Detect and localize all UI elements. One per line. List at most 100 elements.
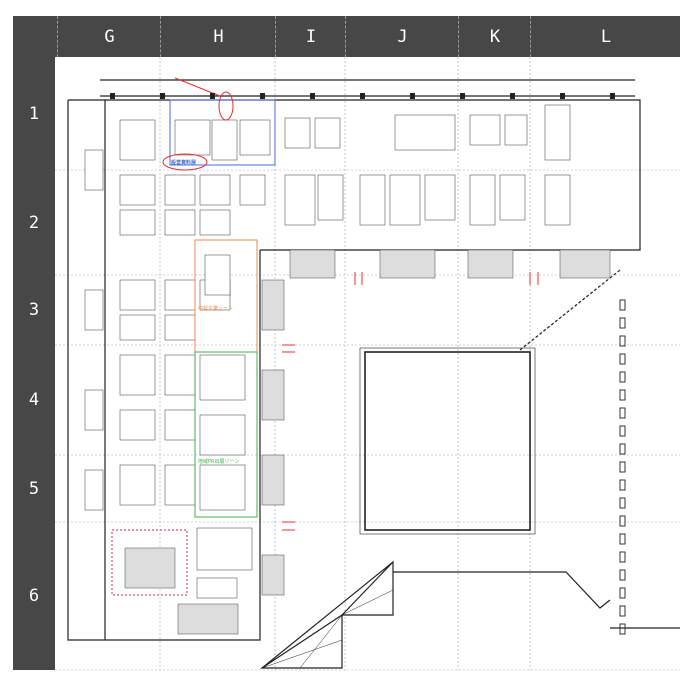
column-label-k: K xyxy=(458,16,531,57)
row-label-2: 2 xyxy=(28,212,40,233)
booth xyxy=(164,409,196,441)
row-label-6: 6 xyxy=(28,586,40,606)
booth xyxy=(119,354,156,396)
column-marker xyxy=(619,461,626,473)
booth xyxy=(199,414,246,456)
pillar xyxy=(610,93,615,99)
column-marker xyxy=(619,605,626,617)
booth xyxy=(174,119,211,156)
column-marker xyxy=(619,371,626,383)
booth xyxy=(164,209,196,236)
column-header-bar xyxy=(13,16,680,57)
column-marker xyxy=(619,569,626,581)
green-zone-label: 地域PR出展ゾーン xyxy=(198,459,240,465)
pillar xyxy=(460,93,465,99)
booth xyxy=(359,174,386,226)
orange-zone-label: 中堅企業ゾーン xyxy=(198,306,233,312)
booth xyxy=(199,354,246,401)
booth xyxy=(199,464,246,511)
column-marker xyxy=(619,479,626,491)
booth xyxy=(239,174,266,206)
booth xyxy=(317,174,344,221)
column-label-g: G xyxy=(57,16,161,57)
red-zone-outline xyxy=(111,529,188,596)
hall-walls xyxy=(67,79,680,669)
highlight-circle-2 xyxy=(218,91,234,121)
row-label-5: 5 xyxy=(28,478,40,499)
booth xyxy=(284,174,316,226)
column-marker xyxy=(619,353,626,365)
column-marker xyxy=(619,497,626,509)
booth xyxy=(84,389,104,431)
booth xyxy=(164,354,196,396)
booth xyxy=(544,104,571,161)
blue-zone-label: 設営資料展 xyxy=(171,160,197,166)
booth xyxy=(84,149,104,191)
booth xyxy=(284,117,311,149)
booth xyxy=(119,209,156,236)
booth xyxy=(389,174,421,226)
column-marker xyxy=(619,587,626,599)
pillars xyxy=(110,93,626,635)
column-marker xyxy=(619,317,626,329)
booth xyxy=(119,409,156,441)
booth xyxy=(424,174,456,221)
zone-outlines xyxy=(111,77,276,596)
green-zone-outline xyxy=(194,351,258,518)
column-marker xyxy=(619,443,626,455)
column-label-j: J xyxy=(345,16,459,57)
booth xyxy=(119,119,156,161)
booths xyxy=(84,104,571,599)
column-label-h: H xyxy=(160,16,276,57)
column-label-i: I xyxy=(275,16,346,57)
column-marker xyxy=(619,533,626,545)
pillar xyxy=(360,93,365,99)
booth xyxy=(164,279,196,311)
booth xyxy=(119,314,156,341)
booth xyxy=(499,174,526,221)
rest-areas xyxy=(124,249,611,635)
pillar xyxy=(510,93,515,99)
exit-arrows xyxy=(282,272,539,531)
column-marker xyxy=(619,623,626,635)
booth xyxy=(164,314,196,341)
pillar xyxy=(410,93,415,99)
highlight-circle xyxy=(162,153,208,171)
booth xyxy=(119,279,156,311)
pillar xyxy=(310,93,315,99)
booth xyxy=(164,464,196,506)
booth xyxy=(504,114,528,146)
booth xyxy=(211,119,238,161)
booth xyxy=(196,577,238,599)
booth xyxy=(469,174,496,226)
booth xyxy=(469,114,501,146)
booth xyxy=(84,289,104,331)
booth xyxy=(239,119,271,156)
booth xyxy=(544,174,571,226)
booth xyxy=(204,254,231,296)
pillar xyxy=(560,93,565,99)
column-marker xyxy=(619,335,626,347)
column-label-l: L xyxy=(530,16,680,57)
column-marker xyxy=(619,515,626,527)
booth xyxy=(119,174,156,206)
row-header-bar xyxy=(13,16,55,670)
pillar xyxy=(260,93,265,99)
pillar xyxy=(160,93,165,99)
column-marker xyxy=(619,425,626,437)
column-marker xyxy=(619,389,626,401)
pillar xyxy=(110,93,115,99)
booth xyxy=(119,464,156,506)
booth xyxy=(199,209,231,236)
column-marker xyxy=(619,407,626,419)
row-label-3: 3 xyxy=(28,300,40,320)
booth xyxy=(199,174,231,206)
booth xyxy=(394,114,456,151)
booth xyxy=(196,527,253,571)
row-label-1: 1 xyxy=(28,103,40,124)
booth xyxy=(84,469,104,511)
column-marker xyxy=(619,299,626,311)
blue-zone-outline xyxy=(169,99,276,166)
booth xyxy=(164,174,196,206)
